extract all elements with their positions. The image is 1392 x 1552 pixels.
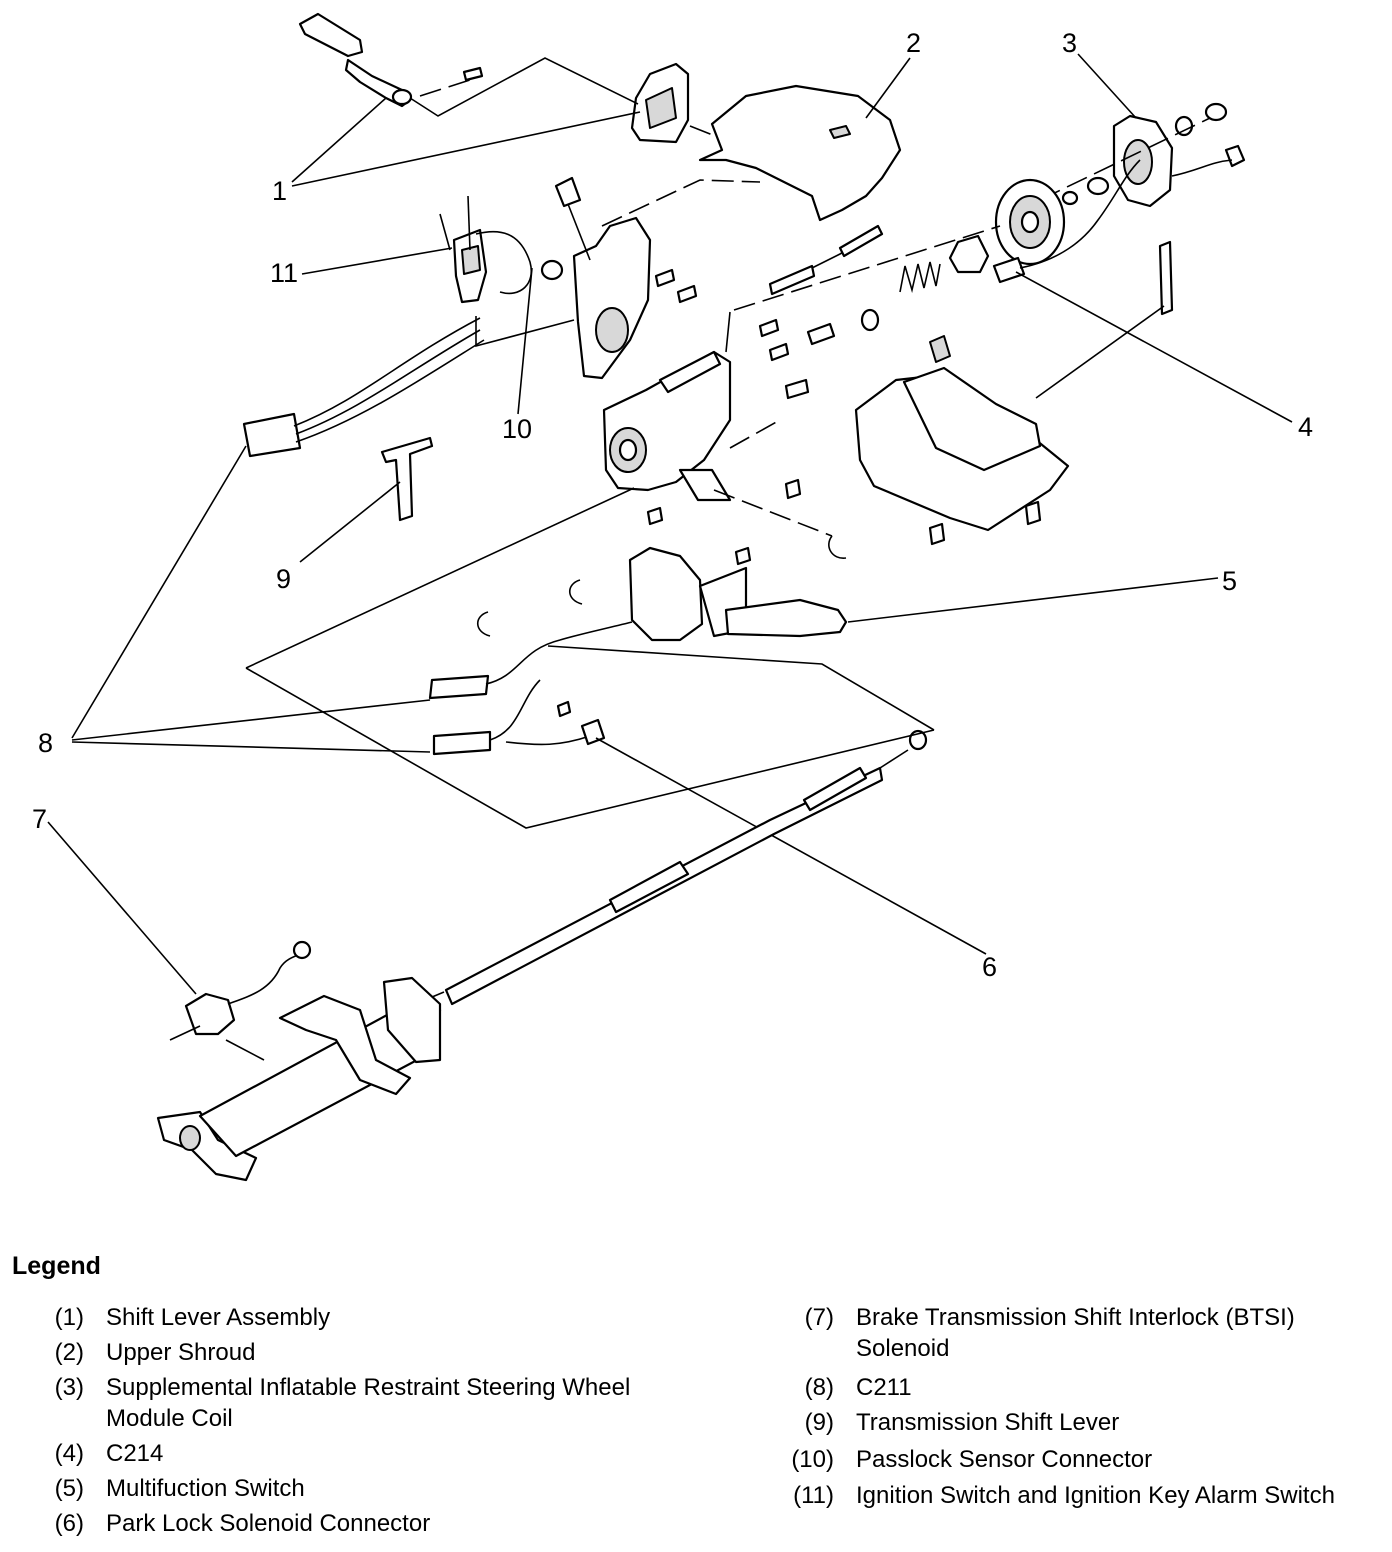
legend-title: Legend xyxy=(12,1252,101,1280)
callout-1: 1 xyxy=(272,176,287,206)
c214-connector-part xyxy=(992,159,1174,316)
legend-item-4: (4) C214 xyxy=(0,1438,700,1469)
legend-item-number: (11) xyxy=(793,1482,834,1509)
legend-item-text: Brake Transmission Shift Interlock (BTSI… xyxy=(856,1304,1295,1362)
legend-item-text: C214 xyxy=(106,1440,164,1467)
legend-item-text: Passlock Sensor Connector xyxy=(856,1446,1153,1473)
lock-housing-part xyxy=(554,176,652,380)
legend-item-text: Shift Lever Assembly xyxy=(106,1304,331,1331)
legend-item-3: (3) Supplemental Inflatable Restraint St… xyxy=(0,1372,700,1434)
legend-item-text: Upper Shroud xyxy=(106,1339,256,1366)
lower-shroud-part xyxy=(854,335,1070,546)
callout-2: 2 xyxy=(906,28,921,58)
legend-item-number: (6) xyxy=(54,1510,84,1537)
transmission-shift-lever-part xyxy=(380,436,434,522)
c211-upper-connector-part xyxy=(242,317,485,458)
upper-shroud-part xyxy=(698,84,902,222)
steering-shaft-part xyxy=(419,749,909,1006)
legend-item-2: (2) Upper Shroud xyxy=(0,1337,700,1368)
legend: Legend (1) Shift Lever Assembly (2) Uppe… xyxy=(0,1248,1392,1548)
sir-coil-part xyxy=(1061,102,1246,208)
legend-item-5: (5) Multifuction Switch xyxy=(0,1473,700,1504)
legend-item-number: (2) xyxy=(54,1339,84,1366)
legend-item-number: (5) xyxy=(54,1475,84,1502)
callout-5: 5 xyxy=(1222,566,1237,596)
c211-lower-connectors-part xyxy=(428,621,633,756)
park-lock-connector-part xyxy=(556,700,606,746)
legend-item-text: C211 xyxy=(856,1374,912,1401)
legend-item-text: Multifuction Switch xyxy=(106,1475,305,1502)
callout-8: 8 xyxy=(38,728,53,758)
legend-item-number: (3) xyxy=(54,1374,84,1401)
callout-7: 7 xyxy=(32,804,47,834)
legend-item-text: Ignition Switch and Ignition Key Alarm S… xyxy=(856,1482,1335,1509)
legend-item-number: (9) xyxy=(804,1409,834,1436)
shift-lever-assembly-part xyxy=(298,12,690,144)
spring-part xyxy=(860,261,941,332)
callout-11: 11 xyxy=(270,258,298,288)
column-jacket-part xyxy=(156,976,442,1182)
legend-item-11: (11) Ignition Switch and Ignition Key Al… xyxy=(750,1480,1380,1542)
legend-item-number: (1) xyxy=(54,1304,84,1331)
column-housing-part xyxy=(602,350,732,502)
lock-plate-part xyxy=(994,178,1066,266)
legend-item-1: (1) Shift Lever Assembly xyxy=(0,1302,700,1333)
ignition-switch-part xyxy=(439,195,564,304)
callout-9: 9 xyxy=(276,564,291,594)
screw-parts xyxy=(654,268,836,500)
retaining-ring-parts xyxy=(476,535,928,751)
legend-item-number: (8) xyxy=(804,1374,834,1401)
multifunction-switch-part xyxy=(628,506,848,642)
cancel-cam-part xyxy=(948,234,990,274)
legend-item-6: (6) Park Lock Solenoid Connector xyxy=(0,1508,700,1539)
btsi-solenoid-part xyxy=(169,940,312,1041)
callout-4: 4 xyxy=(1298,412,1313,442)
key-release-rod-part xyxy=(768,224,884,296)
legend-item-text: Transmission Shift Lever xyxy=(856,1409,1120,1436)
legend-item-number: (10) xyxy=(791,1446,834,1473)
legend-item-7: (7) Brake Transmission Shift Interlock (… xyxy=(750,1302,1380,1364)
legend-item-9: (9) Transmission Shift Lever xyxy=(750,1407,1380,1438)
legend-item-number: (4) xyxy=(54,1440,84,1467)
legend-item-text: Park Lock Solenoid Connector xyxy=(106,1510,431,1537)
steering-column-exploded-diagram: 1 2 3 4 5 6 7 8 9 10 11 xyxy=(32,12,1313,1182)
legend-item-text: Supplemental Inflatable Restraint Steeri… xyxy=(106,1374,631,1432)
callout-3: 3 xyxy=(1062,28,1077,58)
legend-item-10: (10) Passlock Sensor Connector xyxy=(750,1444,1380,1475)
legend-item-8: (8) C211 xyxy=(750,1372,1380,1403)
legend-item-number: (7) xyxy=(804,1304,834,1331)
callout-10: 10 xyxy=(502,414,532,444)
callout-6: 6 xyxy=(982,952,997,982)
